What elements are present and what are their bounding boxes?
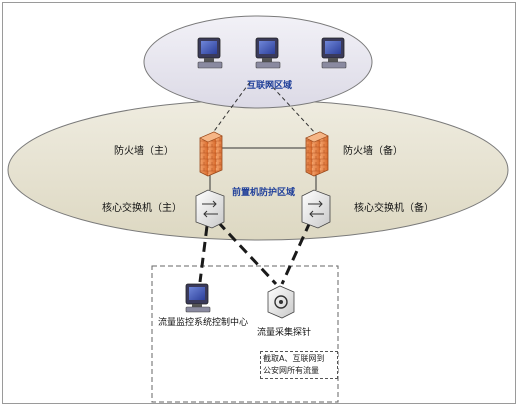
firewall-main-label: 防火墙（主） — [114, 146, 174, 157]
front-zone-label: 前置机防护区域 — [232, 188, 296, 198]
internet-zone-label: 互联网区域 — [247, 81, 293, 91]
computer-icon — [255, 37, 281, 69]
traffic-note-line-2: 公安网所有流量 — [263, 366, 319, 375]
traffic-note-box: 截取A、互联网到 公安网所有流量 — [260, 351, 338, 379]
monitoring-area-box — [151, 265, 339, 403]
link-internet-firewall-main — [211, 81, 251, 135]
probe-label: 流量采集探针 — [257, 328, 312, 338]
firewall-backup-label: 防火墙（备） — [343, 146, 403, 157]
link-switch-main-monitor — [198, 225, 209, 283]
firewall-icon — [199, 131, 223, 177]
diagram-frame — [2, 2, 516, 404]
link-internet-firewall-backup — [267, 81, 317, 135]
link-switch-main-probe — [216, 220, 278, 286]
probe-icon — [267, 285, 295, 319]
monitor-center-computer-icon — [185, 283, 211, 313]
monitor-center-label: 流量监控系统控制中心 — [158, 318, 249, 328]
switch-icon — [301, 189, 331, 229]
computer-icon — [197, 37, 223, 69]
switch-icon — [195, 189, 225, 229]
core-switch-backup-label: 核心交换机（备） — [354, 203, 434, 214]
front-protection-zone — [7, 99, 509, 241]
firewall-icon — [305, 131, 329, 177]
computer-icon — [321, 37, 347, 69]
traffic-note-line-1: 截取A、互联网到 — [263, 354, 325, 363]
link-switch-backup-probe — [280, 221, 312, 285]
core-switch-main-label: 核心交换机（主） — [102, 203, 182, 214]
